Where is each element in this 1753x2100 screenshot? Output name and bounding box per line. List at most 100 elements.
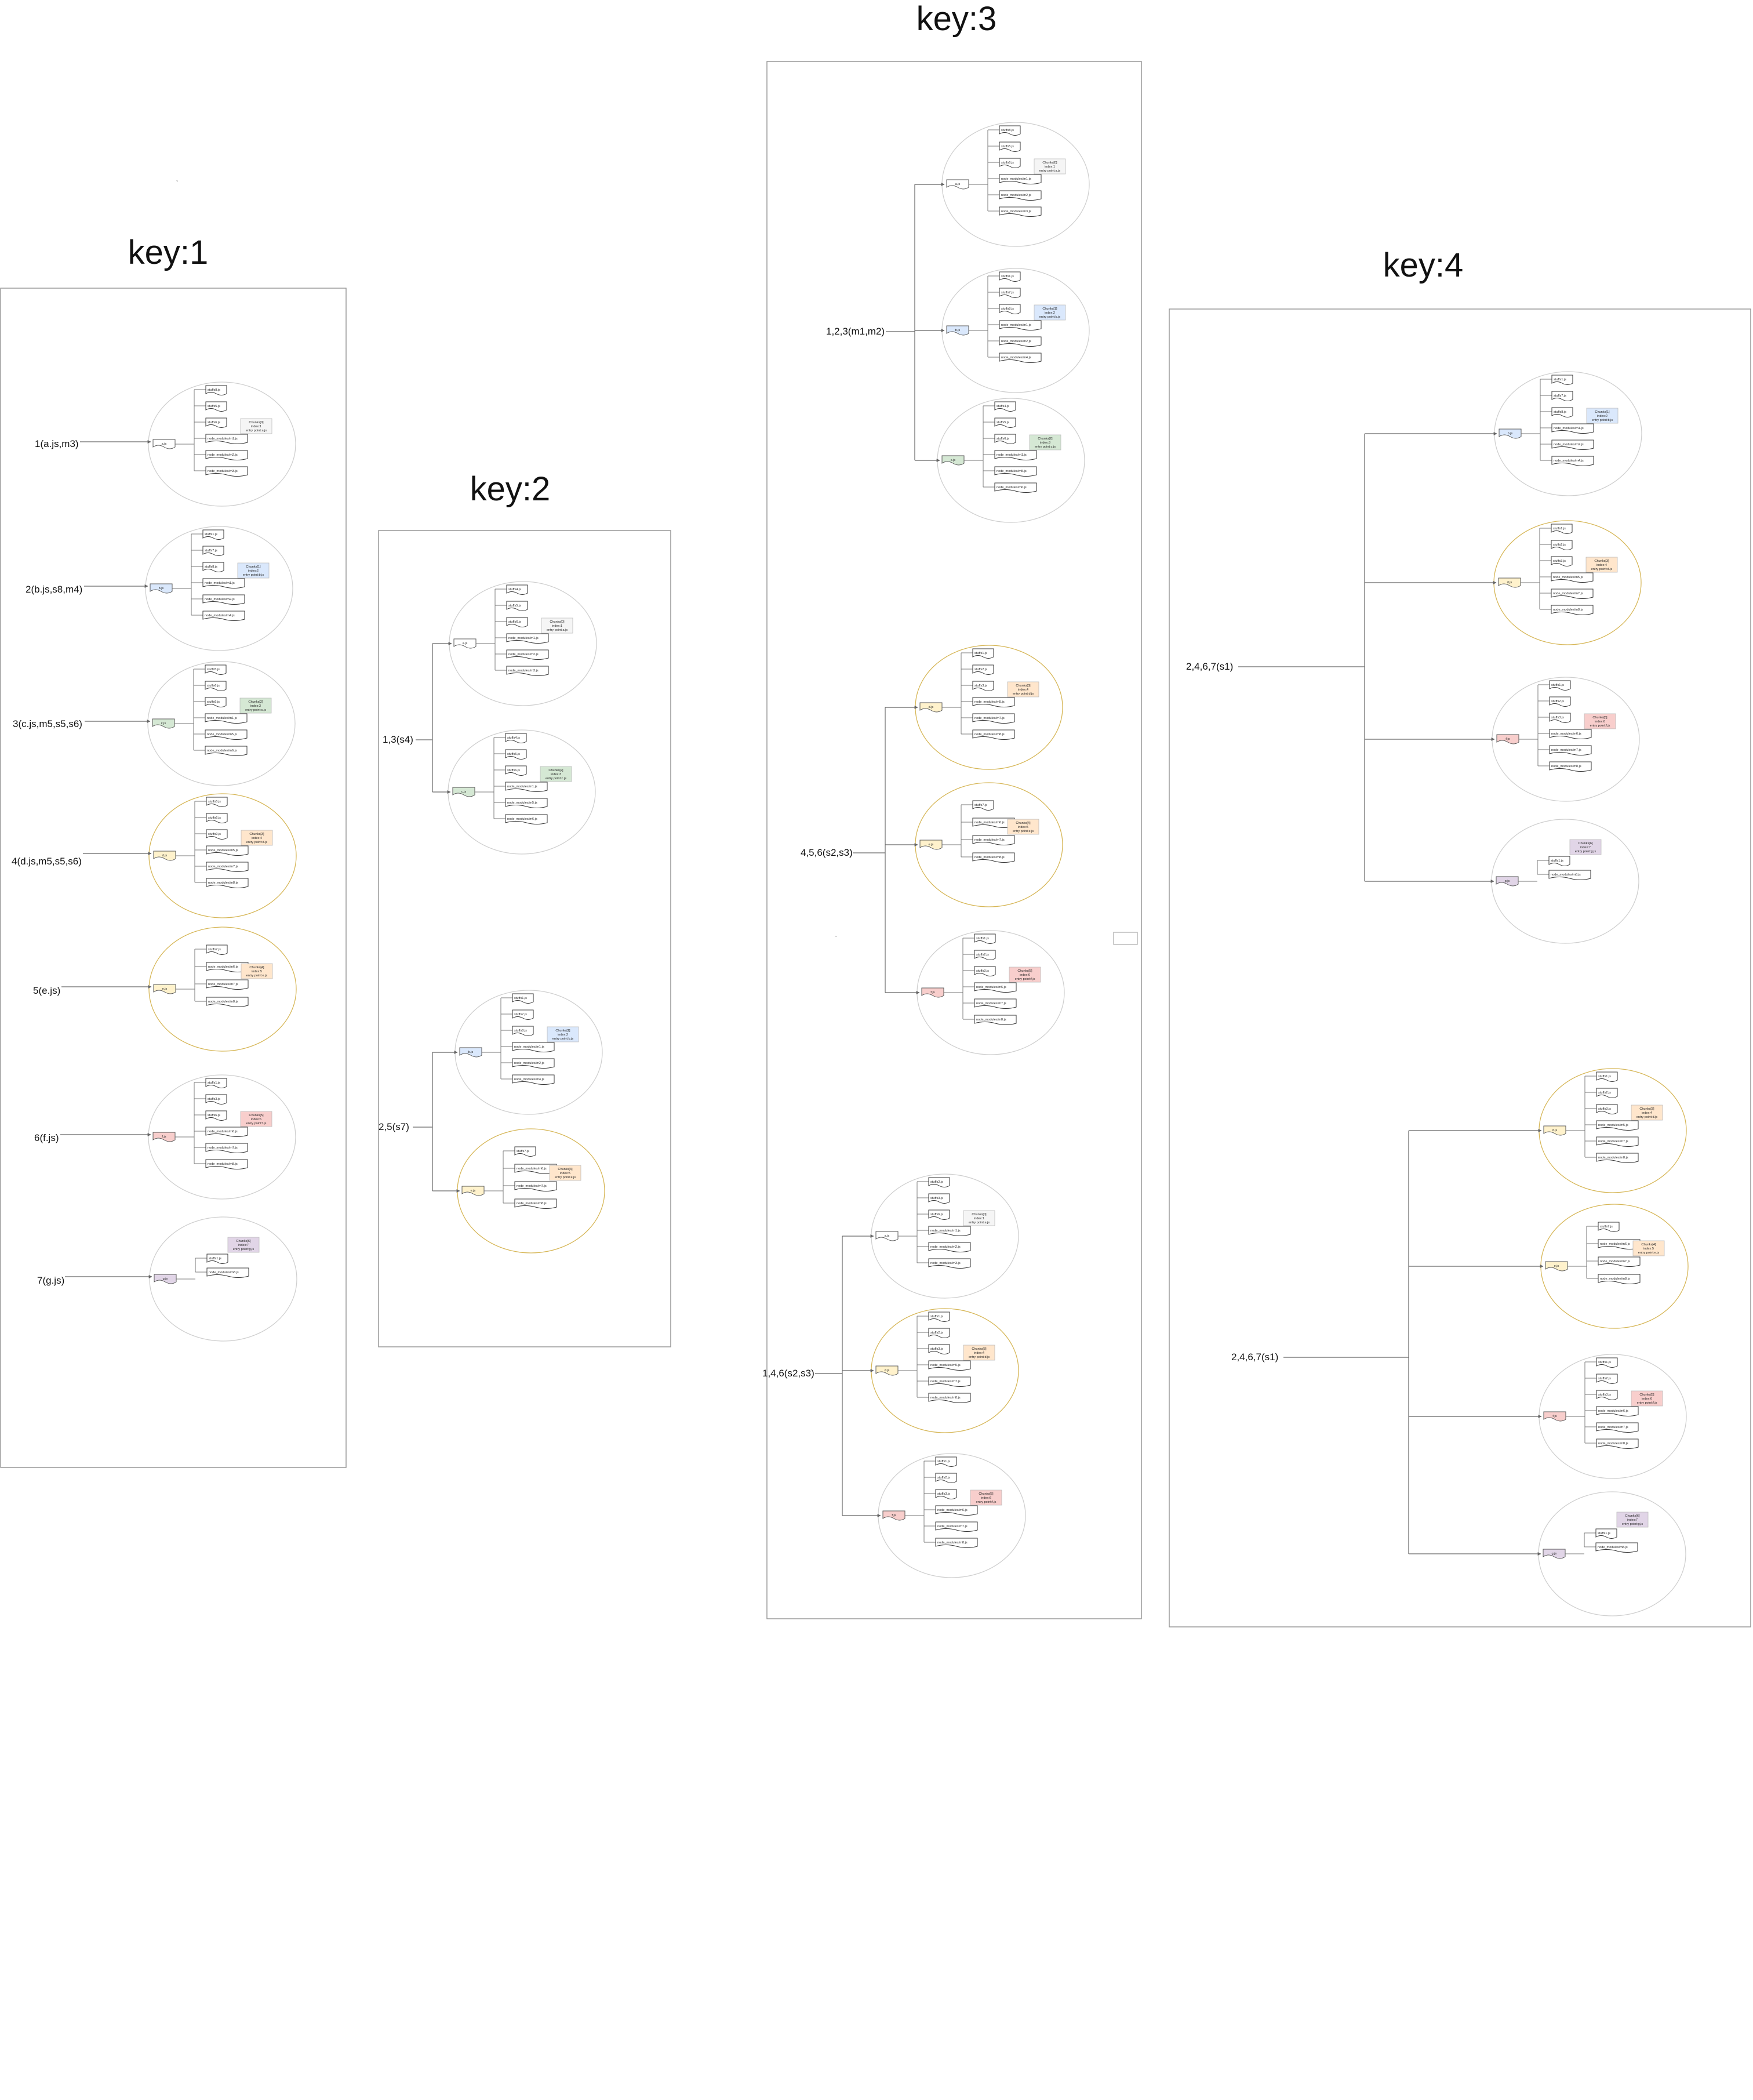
- key1-panel: [0, 288, 347, 1468]
- chunk-cluster: g.jsstuffs1.jsnode_modules/m8.jsChunks[6…: [1491, 819, 1639, 944]
- chunk-note-line: Chunks[4]: [1016, 822, 1031, 825]
- chunk-note-box: [1034, 304, 1066, 321]
- file-node: [506, 617, 528, 627]
- key1-row-label: 2(b.js,s8,m4): [26, 584, 82, 595]
- file-node: [506, 649, 549, 660]
- file-node: [1551, 423, 1594, 434]
- file-label: stuffs1.js: [514, 997, 527, 1000]
- chunk-note-line: index:3: [1040, 441, 1050, 445]
- file-label: stuffs1.js: [976, 937, 989, 940]
- file-node: [1551, 391, 1573, 401]
- chunk-note-line: index:4: [1018, 688, 1028, 692]
- file-label: node_modules/m8.js: [208, 1162, 238, 1166]
- file-node: [994, 450, 1037, 460]
- chunk-cluster: c.jsstuffs4.jsstuffs5.jsstuffs6.jsnode_m…: [448, 729, 596, 855]
- file-node: [999, 206, 1042, 217]
- file-label: stuffs7.js: [514, 1013, 527, 1016]
- file-label: stuffs3.js: [1598, 1393, 1611, 1397]
- file-label: node_modules/m7.js: [1551, 749, 1581, 752]
- chunk-note-line: index:1: [251, 425, 261, 428]
- entry-file-label: a.js: [463, 642, 468, 645]
- file-label: node_modules/m7.js: [974, 717, 1005, 720]
- file-label: stuffs7.js: [205, 549, 217, 553]
- file-label: node_modules/m6.js: [207, 749, 237, 753]
- file-node: [999, 336, 1042, 347]
- file-node: [1549, 729, 1592, 739]
- entry-file-node: [1496, 734, 1519, 744]
- file-label: node_modules/m8.js: [208, 1000, 238, 1004]
- chunk-note-box: [1034, 158, 1066, 175]
- chunk-note-box: [227, 1237, 260, 1253]
- file-label: stuffs9.js: [208, 833, 221, 836]
- file-label: node_modules/m1.js: [1554, 427, 1584, 430]
- chunk-ring: [148, 1074, 296, 1200]
- file-label: node_modules/m1.js: [208, 437, 238, 441]
- file-node: [506, 601, 528, 611]
- file-node: [974, 982, 1017, 993]
- file-label: node_modules/m5.js: [507, 801, 537, 805]
- chunk-note-line: entry point:d.js: [246, 841, 268, 844]
- chunk-cluster: b.jsstuffs1.jsstuffs7.jsstuffs8.jsnode_m…: [1494, 371, 1642, 496]
- file-label: node_modules/m5.js: [930, 1364, 961, 1367]
- chunk-note-line: index:2: [558, 1033, 568, 1037]
- chunk-note-line: Chunks[5]: [1017, 969, 1032, 973]
- file-node: [514, 1146, 536, 1157]
- entry-file-node: [461, 1186, 485, 1196]
- file-node: [205, 713, 248, 724]
- chunk-note-line: index:2: [1045, 311, 1055, 315]
- file-node: [514, 1181, 557, 1191]
- chunk-note-line: Chunks[1]: [246, 565, 261, 569]
- file-node: [928, 1344, 950, 1354]
- file-label: stuffs5.js: [207, 668, 220, 671]
- file-node: [972, 664, 994, 675]
- chunk-note-line: index:1: [974, 1217, 984, 1220]
- file-label: node_modules/m8.js: [1598, 1156, 1628, 1160]
- file-node: [1598, 1222, 1620, 1232]
- file-node: [512, 1058, 555, 1069]
- file-label: node_modules/m5.js: [1553, 576, 1583, 579]
- file-node: [205, 1159, 248, 1169]
- file-node: [205, 1127, 248, 1137]
- chunk-cluster: a.jsstuffs8.jsstuffs5.jsstuffs6.jsnode_m…: [941, 122, 1090, 247]
- file-node: [935, 1456, 957, 1467]
- chunk-note-line: index:6: [981, 1496, 991, 1500]
- file-node: [1595, 1542, 1638, 1553]
- file-label: node_modules/m8.js: [1551, 765, 1581, 768]
- key4-title: key:4: [1383, 246, 1464, 284]
- file-label: node_modules/m7.js: [208, 1146, 238, 1150]
- chunk-cluster: e.jsstuffs7.jsnode_modules/m6.jsnode_mod…: [457, 1128, 605, 1254]
- entry-file-node: [1543, 1411, 1566, 1422]
- file-node: [512, 1009, 534, 1020]
- chunk-cluster: b.jsstuffs1.jsstuffs7.jsstuffs8.jsnode_m…: [145, 526, 293, 651]
- chunk-ring: [148, 382, 296, 507]
- file-label: node_modules/m5.js: [207, 733, 237, 736]
- file-label: stuffs8.js: [205, 565, 217, 569]
- file-node: [1548, 856, 1570, 866]
- file-label: stuffs1.js: [937, 1460, 950, 1463]
- file-label: node_modules/m1.js: [996, 453, 1027, 457]
- entry-file-label: g.js: [163, 1277, 168, 1281]
- file-label: node_modules/m7.js: [937, 1525, 968, 1528]
- file-node: [205, 697, 227, 707]
- key3-title: key:3: [916, 0, 997, 38]
- chunk-note-box: [547, 1026, 579, 1042]
- chunk-note-line: Chunks[0]: [550, 620, 565, 624]
- file-label: node_modules/m2.js: [930, 1245, 961, 1249]
- file-label: stuffs3.js: [1553, 559, 1566, 563]
- file-node: [928, 1226, 971, 1236]
- file-label: stuffs2.js: [930, 1180, 943, 1184]
- file-node: [505, 765, 527, 776]
- chunk-note-line: entry point:d.js: [969, 1356, 990, 1359]
- file-label: node_modules/m1.js: [1001, 177, 1031, 181]
- file-label: node_modules/m3.js: [508, 669, 539, 673]
- file-node: [205, 681, 227, 691]
- file-node: [999, 353, 1042, 363]
- chunk-note-line: entry point:g.js: [1575, 850, 1596, 853]
- file-label: node_modules/m4.js: [514, 1078, 544, 1081]
- chunk-note-box: [540, 766, 572, 782]
- chunk-note-box: [1631, 1390, 1663, 1407]
- chunk-cluster: d.jsstuffs5.jsstuffs6.jsstuffs9.jsnode_m…: [148, 793, 297, 918]
- entry-file-label: d.js: [162, 854, 168, 858]
- chunk-note-line: index:7: [1627, 1518, 1638, 1522]
